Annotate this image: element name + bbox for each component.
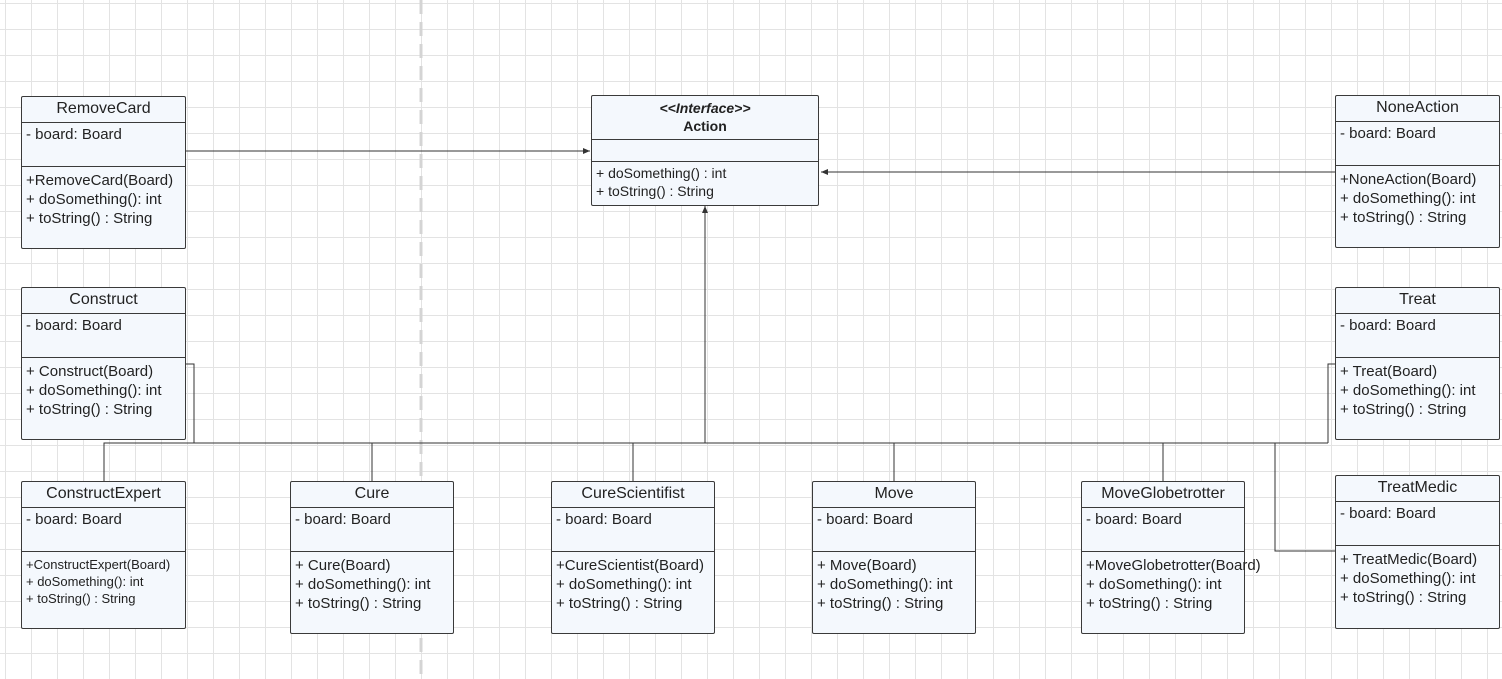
connector-construct-to-bus — [186, 363, 195, 443]
attribute: - board: Board — [1086, 511, 1182, 528]
class-name: TreatMedic — [1336, 476, 1499, 502]
class-attributes: - board: Board — [1336, 502, 1499, 546]
interface-operations: + doSomething() : int + toString() : Str… — [592, 162, 818, 202]
class-operations: +MoveGlobetrotter(Board) + doSomething()… — [1082, 552, 1261, 617]
class-curescientist[interactable]: CureScientifist - board: Board +CureScie… — [551, 481, 715, 634]
class-name: Treat — [1336, 288, 1499, 314]
class-operations: +ConstructExpert(Board) + doSomething():… — [22, 552, 185, 611]
operation: + doSomething(): int — [26, 191, 162, 208]
operation: + toString() : String — [556, 595, 683, 612]
operation: + Cure(Board) — [295, 557, 391, 574]
class-operations: +CureScientist(Board) + doSomething(): i… — [552, 552, 714, 617]
attribute: - board: Board — [295, 511, 391, 528]
operation: + TreatMedic(Board) — [1340, 551, 1478, 568]
class-attributes: - board: Board — [22, 123, 185, 167]
connector-bus-left — [103, 442, 194, 481]
attribute: - board: Board — [26, 511, 122, 528]
connector-treatmedic-to-bus — [1274, 443, 1336, 552]
class-name: Construct — [22, 288, 185, 314]
interface-attributes-empty — [592, 140, 818, 162]
class-moveglobetrotter[interactable]: MoveGlobetrotter - board: Board +MoveGlo… — [1081, 481, 1261, 634]
attribute: - board: Board — [556, 511, 652, 528]
class-move[interactable]: Move - board: Board + Move(Board) + doSo… — [812, 481, 976, 634]
class-attributes: - board: Board — [291, 508, 453, 552]
interface-action[interactable]: <<Interface>> Action + doSomething() : i… — [591, 95, 819, 206]
operation: + toString() : String — [295, 595, 422, 612]
operation: + doSomething(): int — [556, 576, 692, 593]
class-operations: + TreatMedic(Board) + doSomething(): int… — [1336, 546, 1499, 611]
class-constructexpert[interactable]: ConstructExpert - board: Board +Construc… — [21, 481, 186, 629]
operation: + toString() : String — [26, 591, 136, 606]
class-name: RemoveCard — [22, 97, 185, 123]
operation: + doSomething(): int — [1340, 190, 1476, 207]
class-operations: + Construct(Board) + doSomething(): int … — [22, 358, 185, 423]
attribute: - board: Board — [817, 511, 913, 528]
operation: +MoveGlobetrotter(Board) — [1086, 557, 1261, 574]
class-attributes: - board: Board — [1336, 122, 1499, 166]
operation: + doSomething(): int — [26, 382, 162, 399]
interface-name: Action — [683, 118, 727, 134]
operation: +RemoveCard(Board) — [26, 172, 174, 189]
class-treatmedic[interactable]: TreatMedic - board: Board + TreatMedic(B… — [1335, 475, 1500, 629]
operation: + toString() : String — [817, 595, 944, 612]
connector-treat-to-bus — [1327, 363, 1336, 443]
attribute: - board: Board — [1340, 317, 1436, 334]
operation: + doSomething(): int — [26, 574, 144, 589]
operation: + Move(Board) — [817, 557, 917, 574]
class-attributes: - board: Board — [552, 508, 714, 552]
operation: + Construct(Board) — [26, 363, 154, 380]
interface-stereotype: <<Interface>> — [659, 100, 751, 116]
class-treat[interactable]: Treat - board: Board + Treat(Board) + do… — [1335, 287, 1500, 440]
class-operations: + Treat(Board) + doSomething(): int + to… — [1336, 358, 1499, 423]
class-removecard[interactable]: RemoveCard - board: Board +RemoveCard(Bo… — [21, 96, 186, 249]
class-attributes: - board: Board — [1082, 508, 1244, 552]
class-name: CureScientifist — [552, 482, 714, 508]
operation: + doSomething() : int — [596, 165, 727, 181]
class-name: Move — [813, 482, 975, 508]
class-cure[interactable]: Cure - board: Board + Cure(Board) + doSo… — [290, 481, 454, 634]
operation: + Treat(Board) — [1340, 363, 1438, 380]
operation: + toString() : String — [1086, 595, 1213, 612]
class-operations: +RemoveCard(Board) + doSomething(): int … — [22, 167, 185, 232]
operation: +ConstructExpert(Board) — [26, 557, 171, 572]
operation: + toString() : String — [26, 210, 153, 227]
class-name: NoneAction — [1336, 96, 1499, 122]
class-attributes: - board: Board — [22, 314, 185, 358]
class-attributes: - board: Board — [22, 508, 185, 552]
operation: + doSomething(): int — [1340, 570, 1476, 587]
operation: + doSomething(): int — [817, 576, 953, 593]
class-operations: + Move(Board) + doSomething(): int + toS… — [813, 552, 975, 617]
operation: + doSomething(): int — [1340, 382, 1476, 399]
class-name: Cure — [291, 482, 453, 508]
operation: + toString() : String — [596, 183, 714, 199]
operation: +CureScientist(Board) — [556, 557, 704, 574]
attribute: - board: Board — [26, 126, 122, 143]
class-operations: + Cure(Board) + doSomething(): int + toS… — [291, 552, 453, 617]
operation: +NoneAction(Board) — [1340, 171, 1477, 188]
attribute: - board: Board — [1340, 505, 1436, 522]
class-name: MoveGlobetrotter — [1082, 482, 1244, 508]
interface-header: <<Interface>> Action — [592, 96, 818, 140]
operation: + toString() : String — [1340, 209, 1467, 226]
class-name: ConstructExpert — [22, 482, 185, 508]
attribute: - board: Board — [1340, 125, 1436, 142]
class-attributes: - board: Board — [1336, 314, 1499, 358]
operation: + toString() : String — [1340, 589, 1467, 606]
operation: + doSomething(): int — [1086, 576, 1222, 593]
class-noneaction[interactable]: NoneAction - board: Board +NoneAction(Bo… — [1335, 95, 1500, 248]
operation: + toString() : String — [1340, 401, 1467, 418]
class-attributes: - board: Board — [813, 508, 975, 552]
operation: + toString() : String — [26, 401, 153, 418]
attribute: - board: Board — [26, 317, 122, 334]
operation: + doSomething(): int — [295, 576, 431, 593]
class-construct[interactable]: Construct - board: Board + Construct(Boa… — [21, 287, 186, 440]
class-operations: +NoneAction(Board) + doSomething(): int … — [1336, 166, 1499, 231]
